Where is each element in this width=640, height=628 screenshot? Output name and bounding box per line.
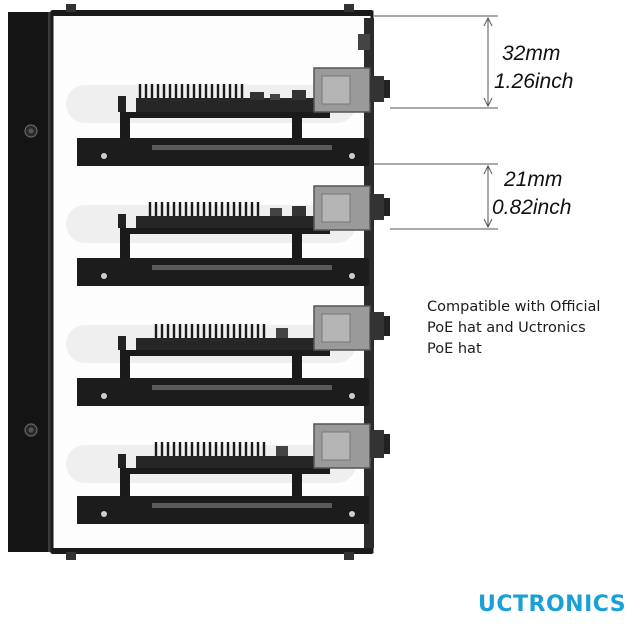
- board-tray-1: [66, 67, 390, 166]
- dimension-top-metric: 32mm: [502, 42, 561, 65]
- front-panel: [8, 12, 52, 552]
- compatibility-note: Compatible with Official PoE hat and Uct…: [427, 297, 637, 360]
- board-tray-3: [66, 305, 390, 406]
- dimension-bottom-imperial: 0.82inch: [492, 196, 572, 219]
- dimension-line-bottom: [374, 163, 498, 230]
- compatibility-line-2: PoE hat and Uctronics: [427, 320, 586, 336]
- dimension-bottom-metric: 21mm: [504, 168, 563, 191]
- board-tray-4: [66, 423, 390, 524]
- compatibility-line-1: Compatible with Official: [427, 299, 601, 315]
- dimension-top-imperial: 1.26inch: [494, 70, 574, 93]
- brand-logo: UCTRONICS: [478, 592, 627, 617]
- board-tray-2: [66, 185, 390, 286]
- compatibility-line-3: PoE hat: [427, 341, 482, 357]
- dimension-line-top: [374, 15, 498, 109]
